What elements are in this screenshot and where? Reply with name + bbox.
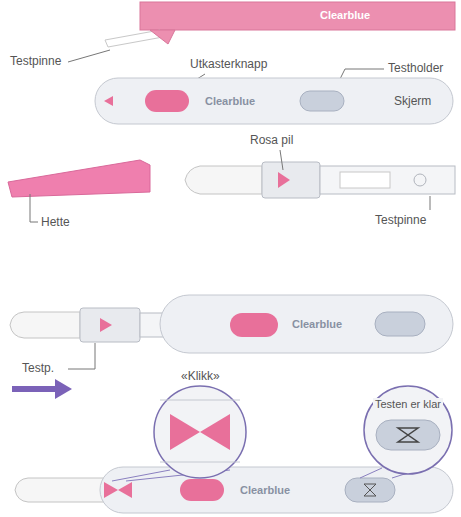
part-label: Utkasterknapp: [190, 58, 267, 71]
brand-logo: Clearblue: [320, 9, 370, 21]
click-label: «Klikk»: [179, 370, 222, 383]
part-label: Testpinne: [375, 214, 426, 227]
status-label: Testen er klar: [373, 398, 443, 410]
part-label: Testp.: [22, 362, 54, 375]
brand-logo: Clearblue: [205, 95, 255, 107]
part-label: Testpinne: [10, 55, 61, 68]
part-label: Hette: [41, 216, 70, 229]
part-label: Testholder: [388, 62, 443, 75]
brand-logo: Clearblue: [292, 318, 342, 330]
part-label: Skjerm: [394, 95, 431, 108]
brand-logo: Clearblue: [240, 484, 290, 496]
part-label: Rosa pil: [250, 134, 293, 147]
